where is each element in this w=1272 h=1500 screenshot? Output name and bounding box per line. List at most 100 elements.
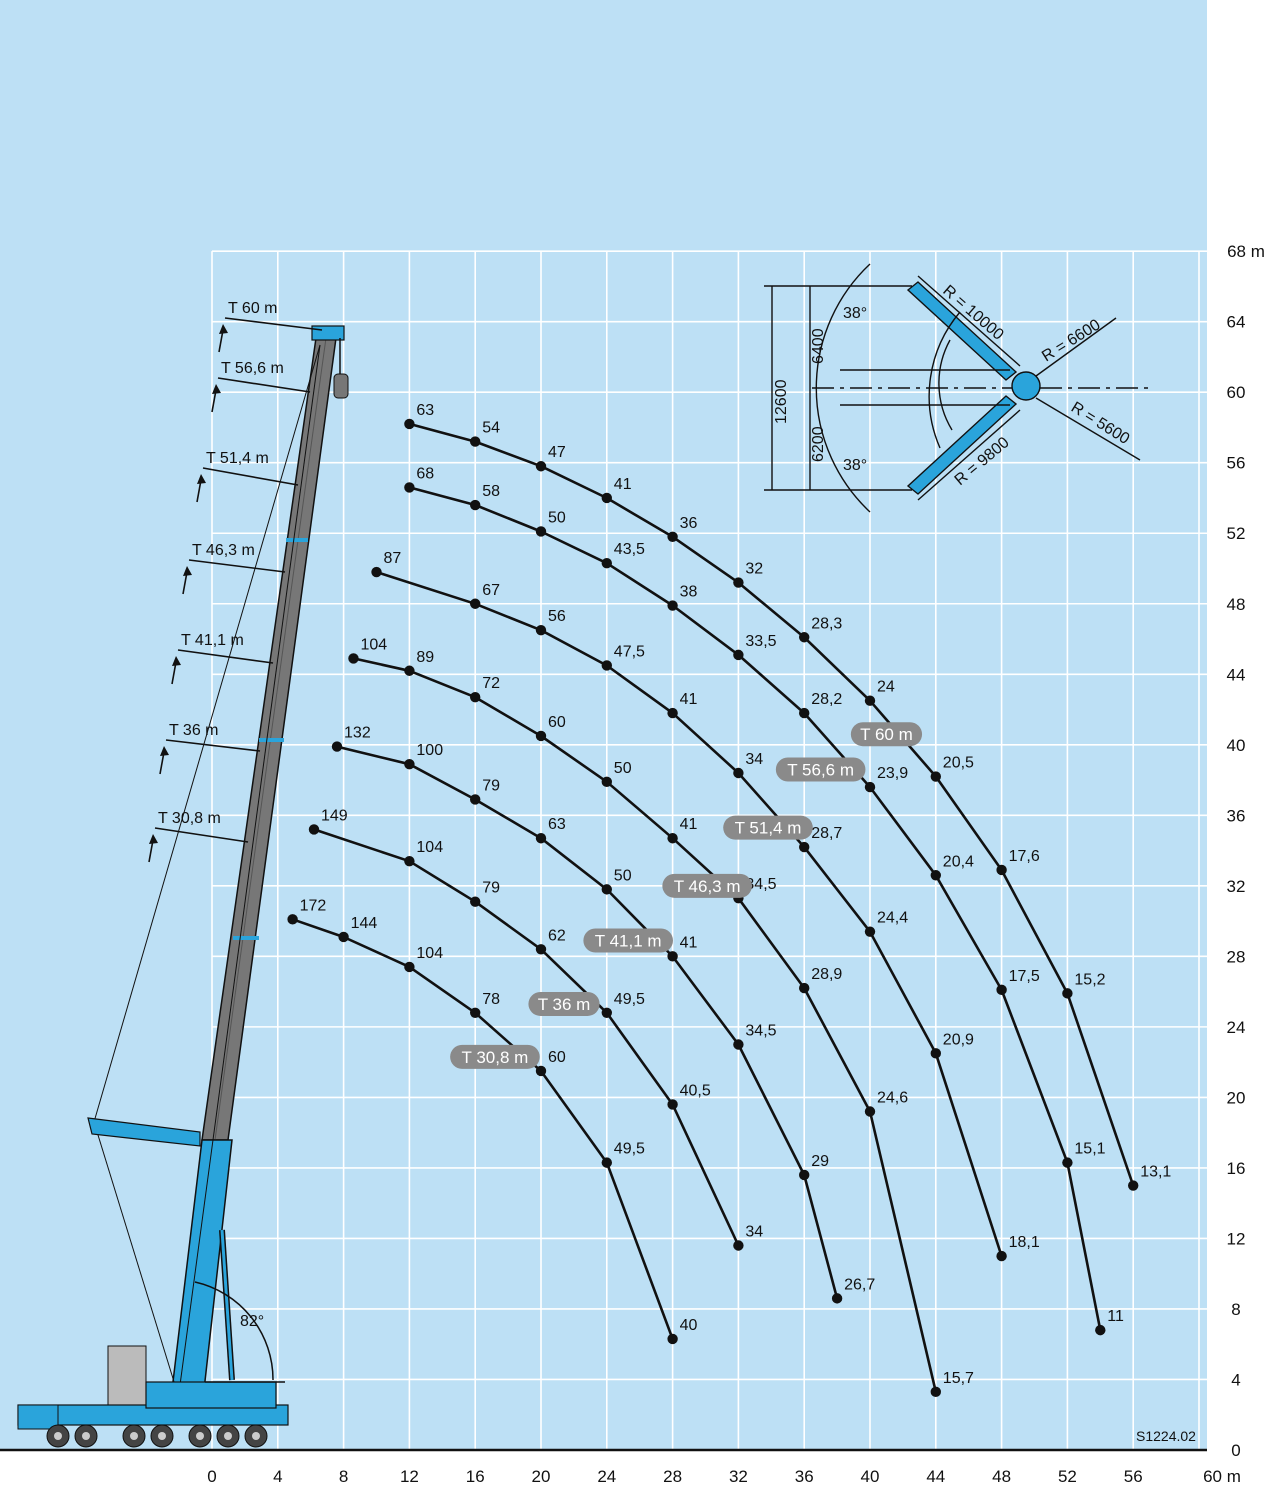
- capacity-label: 20,9: [943, 1031, 974, 1048]
- inset-r6600-line: [1035, 317, 1117, 377]
- load-point: [1062, 988, 1073, 999]
- capacity-label: 47: [548, 444, 566, 461]
- capacity-label: 67: [482, 582, 500, 599]
- capacity-label: 20,4: [943, 853, 974, 870]
- capacity-label: 11: [1107, 1308, 1124, 1325]
- telescope-marker-line: [224, 317, 323, 331]
- capacity-label: 18,1: [1009, 1234, 1040, 1251]
- capacity-label: 28,9: [811, 966, 842, 983]
- load-point: [930, 1386, 941, 1398]
- y-tick-label: 16: [1227, 1159, 1246, 1178]
- wheel-hub: [130, 1432, 138, 1440]
- x-tick-label: 4: [273, 1467, 282, 1486]
- y-tick-label: 4: [1231, 1370, 1240, 1389]
- x-tick-label: 12: [400, 1467, 419, 1486]
- inset-dim-6400-label: 6400: [810, 328, 827, 364]
- y-tick-label: 48: [1227, 595, 1246, 614]
- telescope-marker-arrowhead: [160, 746, 169, 756]
- load-point: [733, 649, 744, 661]
- capacity-label: 89: [416, 649, 434, 666]
- load-point: [331, 741, 343, 752]
- load-point: [799, 982, 810, 994]
- load-point: [831, 1293, 843, 1304]
- series-tag-label: T 60 m: [860, 725, 913, 744]
- capacity-label: 172: [300, 897, 327, 914]
- load-point: [338, 931, 349, 943]
- capacity-label: 54: [482, 420, 500, 437]
- capacity-label: 50: [614, 760, 632, 777]
- load-point: [404, 961, 415, 973]
- inset-angle-upper: 38°: [843, 305, 867, 322]
- inset-dim-12600-label: 12600: [773, 379, 790, 424]
- x-tick-label: 28: [663, 1467, 682, 1486]
- telescope-marker-arrowhead: [219, 324, 228, 334]
- load-curve: [409, 422, 1135, 1186]
- capacity-label: 32: [745, 561, 763, 578]
- series-tag: [662, 873, 752, 898]
- series-tag: [775, 757, 866, 782]
- telescope-marker-arrow: [196, 479, 202, 503]
- load-point: [996, 864, 1007, 876]
- capacity-label: 28,2: [811, 691, 842, 708]
- load-point: [996, 1250, 1007, 1262]
- capacity-label: 34: [745, 751, 763, 768]
- load-point: [470, 691, 481, 703]
- inset-boom-lower: [906, 395, 1018, 495]
- load-point: [535, 833, 547, 844]
- x-tick-label: 0: [207, 1467, 216, 1486]
- capacity-label: 13,1: [1140, 1164, 1171, 1181]
- capacity-label: 144: [351, 915, 378, 932]
- load-point: [667, 531, 678, 542]
- load-point: [799, 841, 810, 853]
- telescope-marker-line: [165, 739, 261, 752]
- capacity-label: 17,6: [1009, 848, 1040, 865]
- x-tick-label: 52: [1058, 1467, 1077, 1486]
- series-tag-label: T 56,6 m: [787, 760, 854, 779]
- telescope-marker-arrow: [148, 839, 154, 863]
- capacity-label: 41: [680, 934, 698, 951]
- load-point: [799, 1169, 810, 1181]
- x-tick-label: 24: [597, 1467, 616, 1486]
- load-point: [404, 418, 415, 430]
- boom-section-bands: [233, 538, 308, 940]
- load-point: [864, 695, 876, 706]
- telescope-marker-label: T 51,4 m: [206, 450, 269, 467]
- telescope-marker-arrowhead: [172, 656, 181, 666]
- inset-dim-6200-label: 6200: [810, 426, 827, 462]
- load-point: [667, 707, 678, 719]
- capacity-label: 43,5: [614, 541, 645, 558]
- inset-r5600-line: [1035, 397, 1141, 461]
- series-tag-label: T 30,8 m: [462, 1048, 529, 1067]
- load-point: [404, 855, 415, 867]
- x-tick-label: 20: [532, 1467, 551, 1486]
- telescope-marker-arrow: [159, 751, 165, 775]
- capacity-label: 26,7: [844, 1276, 875, 1293]
- load-point: [535, 730, 547, 742]
- capacity-label: 47,5: [614, 643, 645, 660]
- load-point: [1095, 1324, 1106, 1336]
- derrick-arm: [87, 1117, 201, 1147]
- capacity-label: 100: [416, 742, 443, 759]
- load-curve: [376, 570, 1003, 1257]
- capacity-label: 40: [680, 1317, 698, 1334]
- carrier-wheels: [46, 1424, 268, 1448]
- load-point: [799, 707, 810, 719]
- telescope-marker-arrow: [218, 329, 224, 353]
- series-tag-label: T 36 m: [538, 995, 591, 1014]
- capacity-label: 28,7: [811, 825, 842, 842]
- capacity-label: 87: [384, 550, 402, 567]
- load-point: [667, 1333, 678, 1345]
- capacity-label: 132: [344, 725, 371, 742]
- hook-block: [333, 373, 349, 399]
- capacity-label: 29: [811, 1153, 829, 1170]
- capacity-label: 38: [680, 584, 698, 601]
- wheel-hub: [224, 1432, 232, 1440]
- load-point: [535, 1065, 547, 1077]
- load-point: [470, 794, 481, 805]
- y-tick-label: 0: [1231, 1441, 1240, 1460]
- load-point: [404, 665, 415, 676]
- series-tag: [850, 722, 923, 747]
- y-tick-label: 44: [1227, 665, 1246, 684]
- load-point: [667, 833, 678, 844]
- load-point: [470, 1007, 481, 1018]
